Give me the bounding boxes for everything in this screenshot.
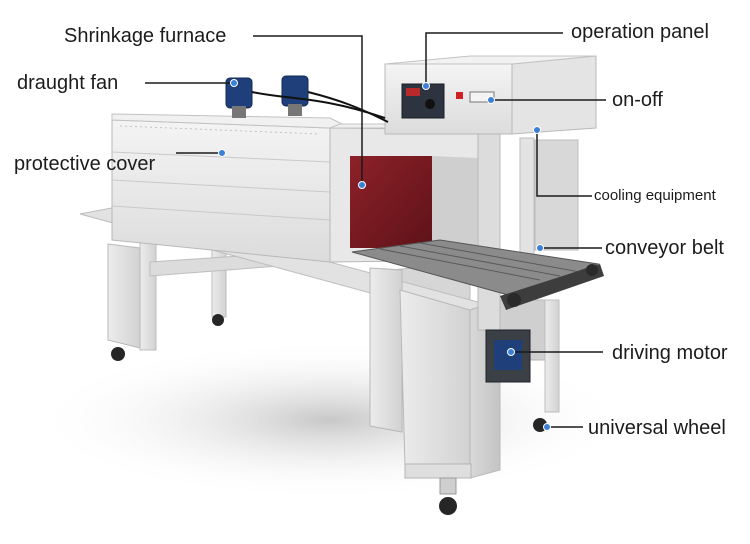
draught-fan-shapes xyxy=(225,75,389,123)
front-frame xyxy=(107,243,501,479)
label-shrinkage-furnace: Shrinkage furnace xyxy=(64,25,227,47)
driving-motor-shape xyxy=(485,329,531,383)
dot-operation-panel xyxy=(422,82,430,90)
dot-cooling-equipment xyxy=(533,126,541,134)
label-universal-wheel: universal wheel xyxy=(588,417,726,439)
label-on-off: on-off xyxy=(612,89,663,111)
conveyor-belt-shape xyxy=(351,239,604,310)
label-protective-cover: protective cover xyxy=(14,153,156,175)
dot-on-off xyxy=(487,96,495,104)
marker-dots xyxy=(218,79,551,431)
label-operation-panel: operation panel xyxy=(571,21,709,43)
label-cooling-equipment: cooling equipment xyxy=(594,187,716,204)
protective-cover-box xyxy=(111,113,348,263)
dot-universal-wheel xyxy=(543,423,551,431)
operation-panel-box xyxy=(384,55,597,135)
label-draught-fan: draught fan xyxy=(17,72,119,94)
leader-operation-panel xyxy=(425,32,563,86)
leader-cooling-equipment xyxy=(536,130,592,197)
dot-shrinkage-furnace xyxy=(358,181,366,189)
label-driving-motor: driving motor xyxy=(612,342,728,364)
leader-shrinkage-furnace xyxy=(253,35,363,185)
dot-driving-motor xyxy=(507,348,515,356)
label-conveyor-belt: conveyor belt xyxy=(605,237,724,259)
dot-draught-fan xyxy=(230,79,238,87)
leader-lines xyxy=(145,32,606,428)
dot-protective-cover xyxy=(218,149,226,157)
dot-conveyor-belt xyxy=(536,244,544,252)
